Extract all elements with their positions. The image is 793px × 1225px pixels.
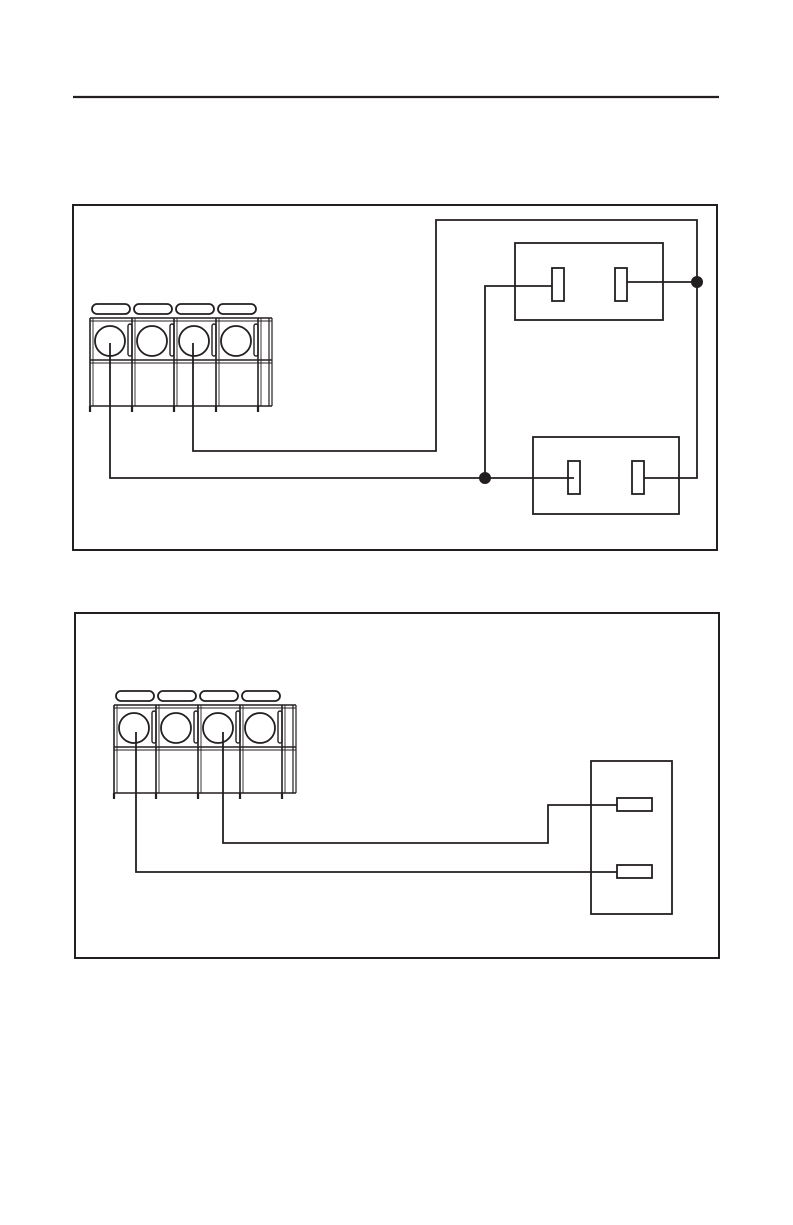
device-terminal bbox=[617, 798, 652, 811]
diagram-frame bbox=[75, 613, 719, 958]
terminal-clip bbox=[194, 711, 198, 743]
terminal-screw bbox=[203, 713, 233, 743]
terminal-cap bbox=[242, 691, 280, 701]
terminal-cap bbox=[92, 304, 130, 314]
wire bbox=[485, 286, 552, 478]
terminal-cap bbox=[116, 691, 154, 701]
junction-node bbox=[480, 473, 491, 484]
terminal-clip bbox=[128, 324, 132, 356]
device-terminal bbox=[632, 461, 644, 494]
device-box bbox=[533, 437, 679, 514]
terminal-clip bbox=[236, 711, 240, 743]
terminal-screw bbox=[119, 713, 149, 743]
terminal-screw bbox=[221, 326, 251, 356]
terminal-block bbox=[90, 304, 272, 412]
device-box bbox=[591, 761, 672, 914]
diagram-single bbox=[75, 613, 719, 958]
diagram-frame bbox=[73, 205, 717, 550]
terminal-clip bbox=[254, 324, 258, 356]
terminal-cap bbox=[200, 691, 238, 701]
device-terminal bbox=[615, 268, 627, 301]
terminal-clip bbox=[152, 711, 156, 743]
terminal-screw bbox=[137, 326, 167, 356]
terminal-clip bbox=[278, 711, 282, 743]
terminal-screw bbox=[161, 713, 191, 743]
terminal-block bbox=[114, 691, 296, 799]
junction-node bbox=[692, 277, 703, 288]
terminal-clip bbox=[170, 324, 174, 356]
terminal-cap bbox=[158, 691, 196, 701]
terminal-cap bbox=[176, 304, 214, 314]
terminal-screw bbox=[179, 326, 209, 356]
device-terminal bbox=[552, 268, 564, 301]
terminal-cap bbox=[134, 304, 172, 314]
terminal-clip bbox=[212, 324, 216, 356]
device-terminal bbox=[617, 865, 652, 878]
terminal-screw bbox=[245, 713, 275, 743]
diagram-parallel bbox=[73, 205, 717, 550]
wire bbox=[136, 732, 617, 872]
terminal-cap bbox=[218, 304, 256, 314]
